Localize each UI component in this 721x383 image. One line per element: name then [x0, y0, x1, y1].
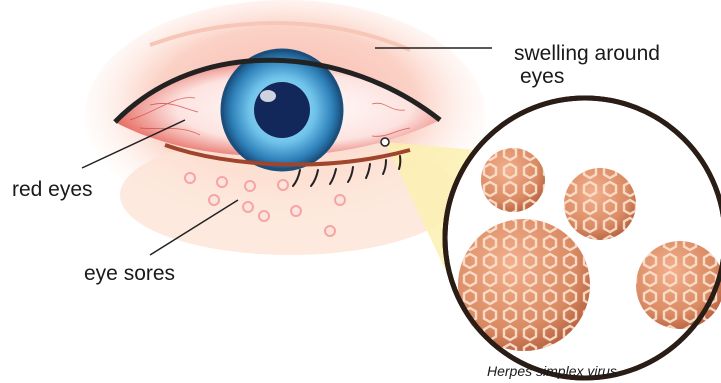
eye-sore-small: [381, 138, 389, 146]
eye-sores-label: eye sores: [84, 262, 175, 285]
virus-particle: [564, 168, 636, 240]
virus-particle: [481, 148, 545, 212]
swelling-label: swelling around: [514, 42, 660, 65]
eye-highlight: [260, 90, 276, 102]
virus-particle: [636, 241, 721, 329]
swelling-label-line2: eyes: [520, 65, 564, 88]
pupil: [254, 82, 310, 138]
red-eyes-label: red eyes: [12, 178, 93, 201]
virus-caption: Herpes simplex virus: [487, 362, 617, 380]
